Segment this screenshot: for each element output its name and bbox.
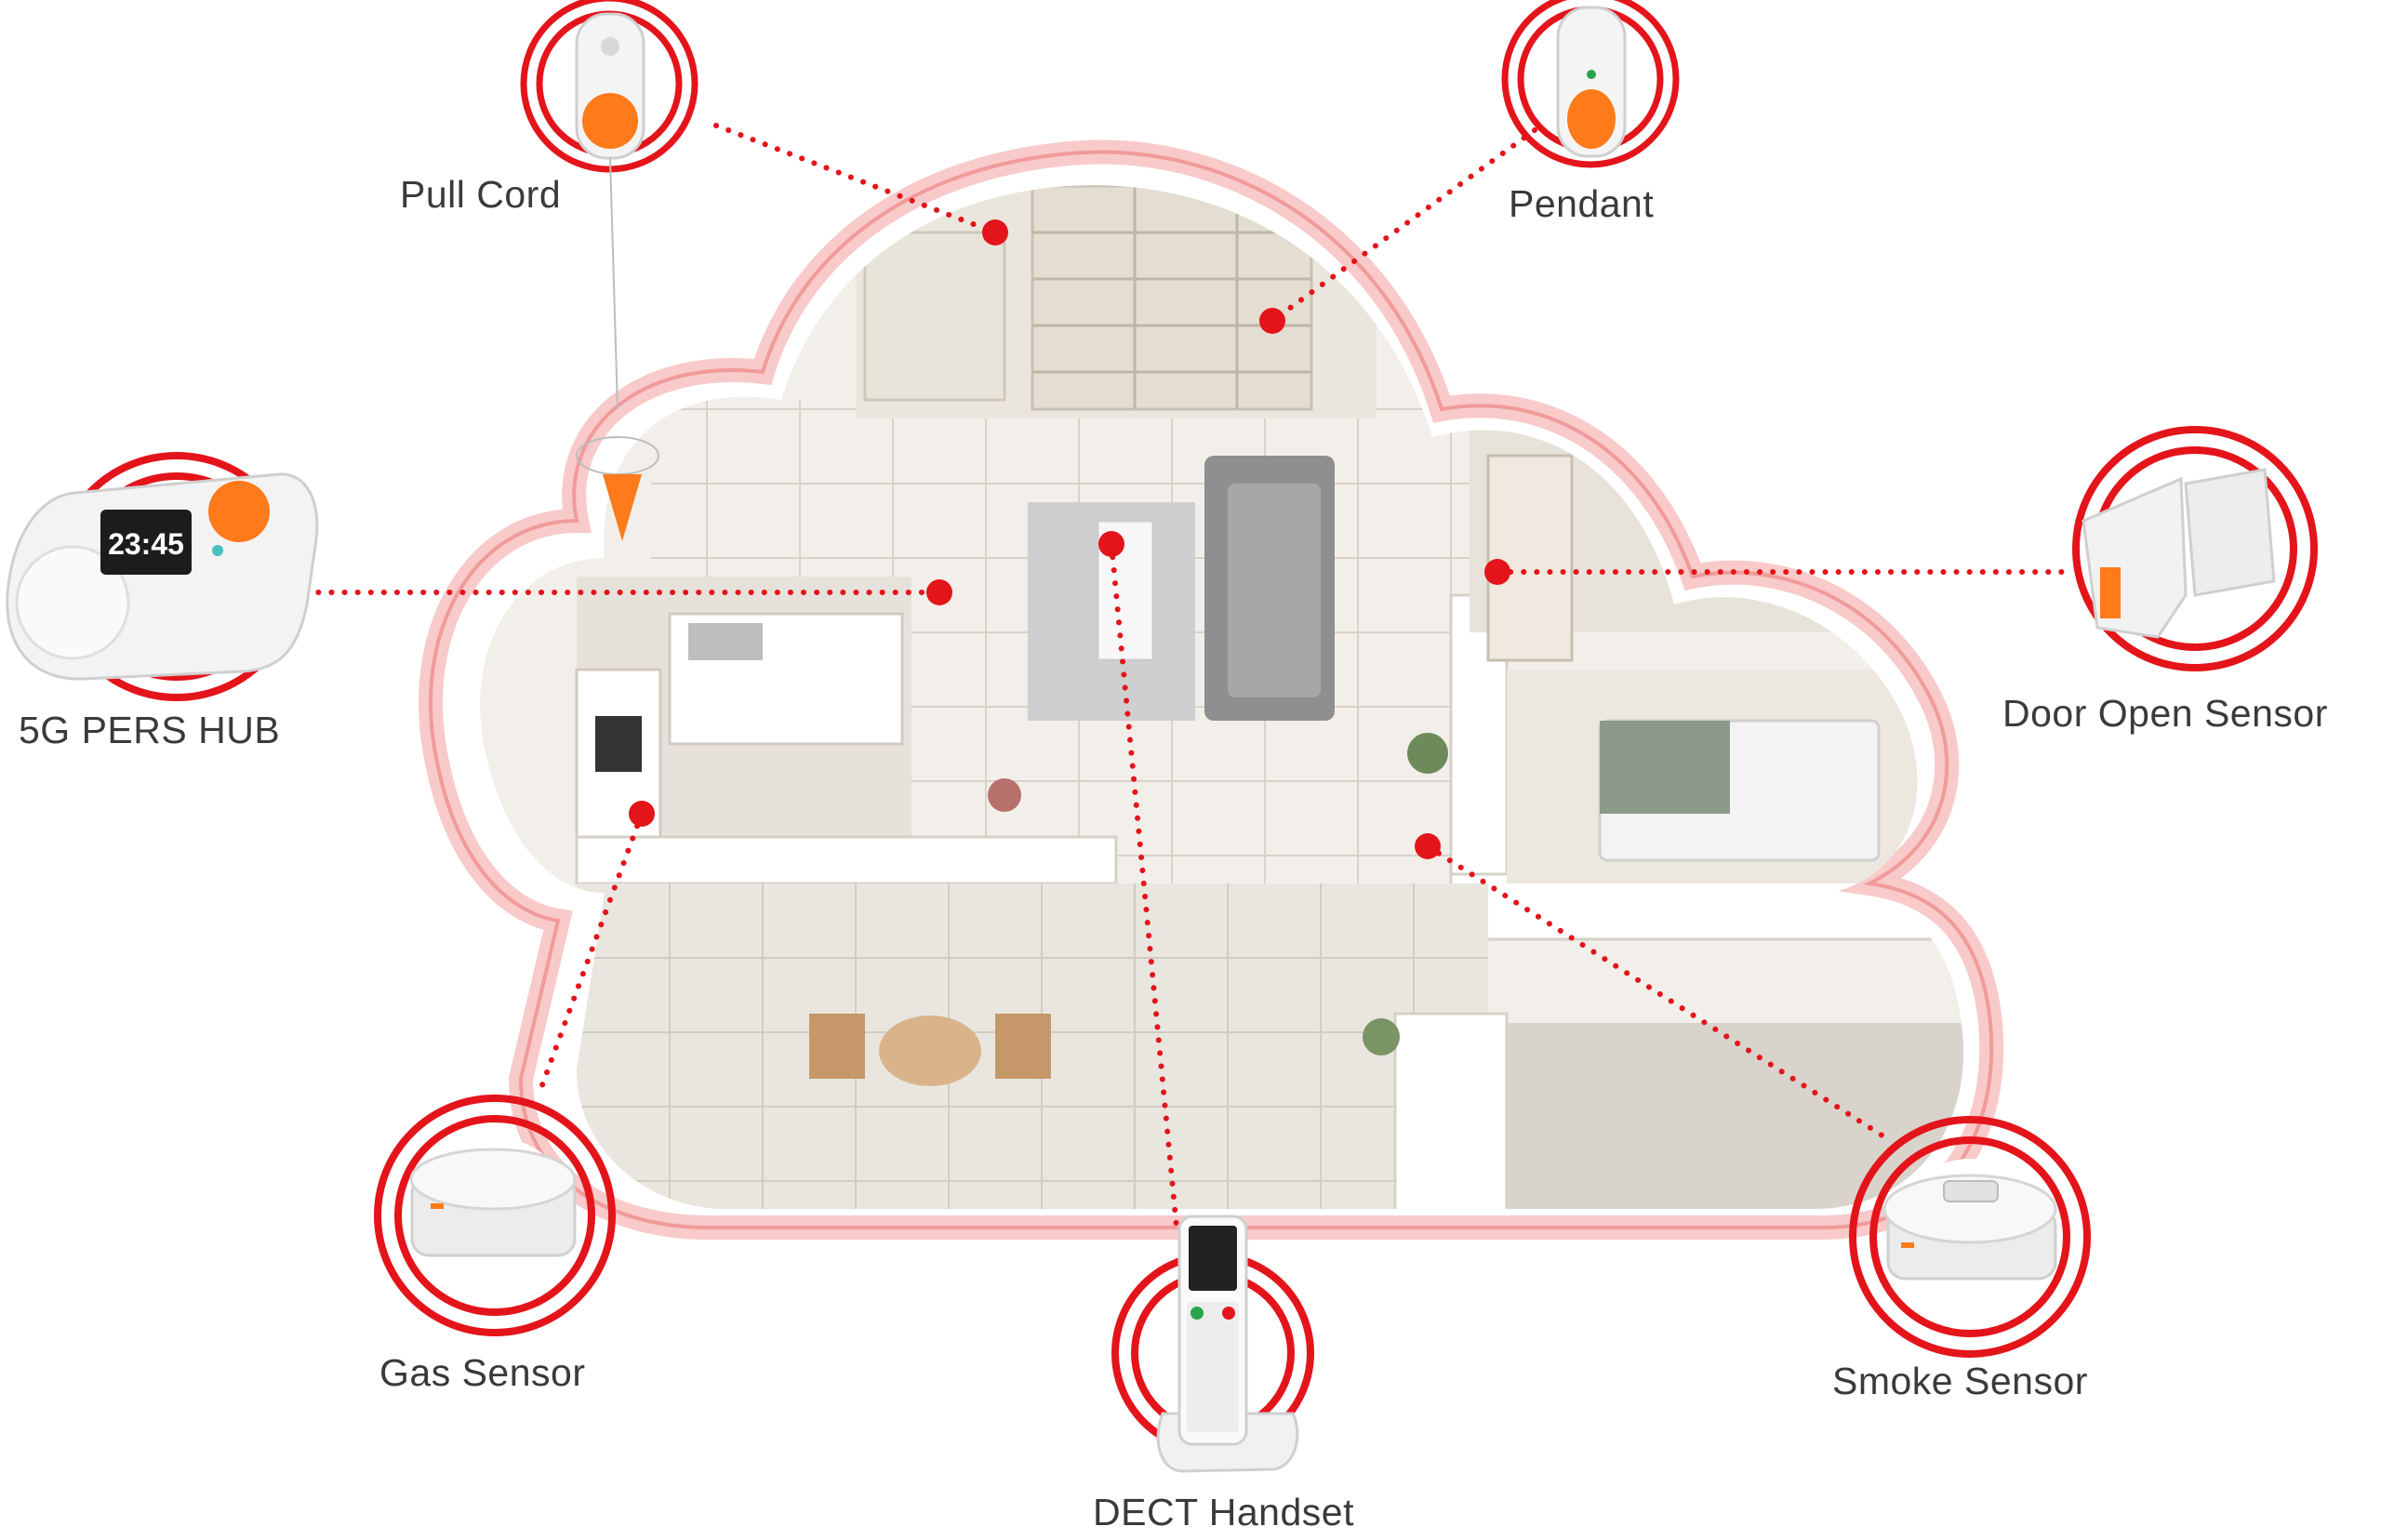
gas-sensor-icon xyxy=(374,1095,616,1336)
dect-handset-label: DECT Handset xyxy=(1093,1491,1354,1533)
connector-pull-cord xyxy=(713,123,998,235)
anchor-dot-hub xyxy=(926,579,952,605)
floorplan-illustration xyxy=(480,185,1964,1209)
connector-dect xyxy=(1109,541,1179,1230)
door-sensor-label: Door Open Sensor xyxy=(2002,692,2328,735)
pendant-icon xyxy=(1501,0,1680,168)
connector-smoke-sensor xyxy=(1425,843,1891,1142)
hub-screen-time: 23:45 xyxy=(108,527,184,561)
anchor-dot-door xyxy=(1484,559,1510,585)
connector-gas-sensor xyxy=(537,811,645,1095)
connector-lines xyxy=(276,123,2068,1230)
pers-hub-label: 5G PERS HUB xyxy=(19,709,281,751)
door-sensor-icon xyxy=(2072,426,2318,671)
connector-pendant xyxy=(1270,127,1537,324)
anchor-dot-pendant xyxy=(1259,308,1285,334)
pull-cord-icon xyxy=(520,0,698,541)
anchor-dot-pull-cord xyxy=(982,219,1008,246)
anchor-dot-gas xyxy=(629,801,655,827)
anchor-dot-smoke xyxy=(1415,833,1441,859)
smoke-sensor-label: Smoke Sensor xyxy=(1832,1360,2088,1402)
pers-hub-icon: 23:45 xyxy=(6,452,319,701)
smoke-sensor-icon xyxy=(1849,1116,2091,1358)
pendant-label: Pendant xyxy=(1509,182,1655,225)
phone-handset-icon xyxy=(1111,1215,1314,1473)
pull-cord-label: Pull Cord xyxy=(400,173,562,216)
gas-sensor-label: Gas Sensor xyxy=(379,1351,586,1394)
anchor-dot-dect xyxy=(1098,531,1124,557)
